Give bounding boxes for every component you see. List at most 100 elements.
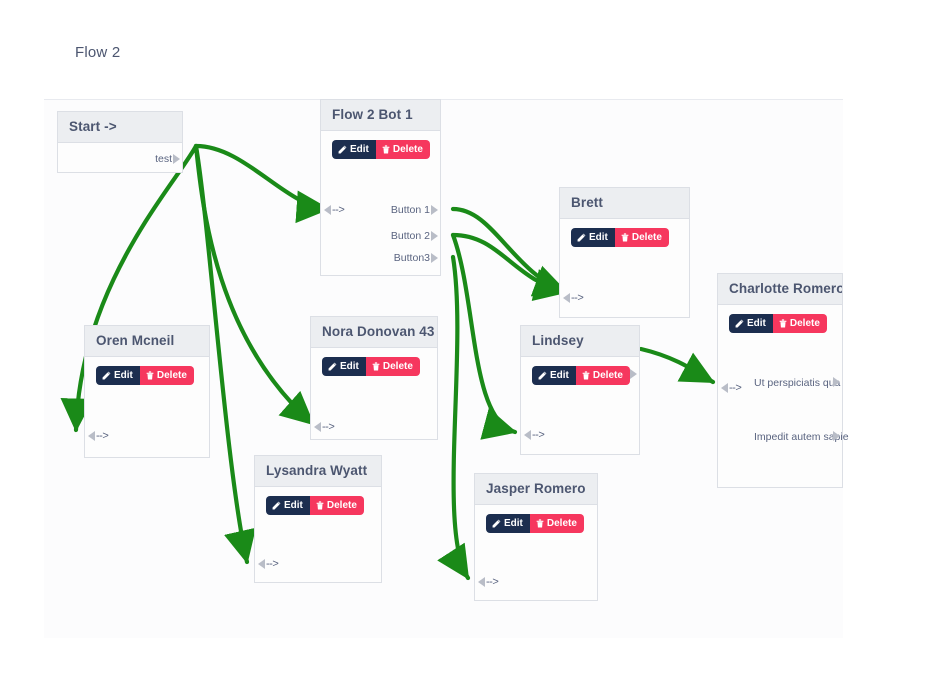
- node-flow2bot1-body: Edit Delete --> Button 1 Button 2: [321, 131, 440, 275]
- delete-button[interactable]: Delete: [309, 496, 364, 515]
- edit-button-label: Edit: [550, 370, 569, 381]
- flow-header-panel: Flow 2: [44, 20, 843, 98]
- node-actions: Edit Delete: [96, 366, 194, 385]
- port-out-start-test[interactable]: test: [155, 153, 180, 165]
- node-charlotte-romero[interactable]: Charlotte Romero Edit Delete -->: [717, 273, 849, 488]
- trash-icon: [316, 501, 324, 510]
- port-in-jasper-romero[interactable]: -->: [478, 576, 499, 588]
- port-out-button-3[interactable]: Button3: [394, 252, 438, 264]
- node-charlotte-romero-title: Charlotte Romero: [718, 274, 842, 305]
- edit-button[interactable]: Edit: [532, 366, 576, 385]
- trash-icon: [621, 233, 629, 242]
- delete-button[interactable]: Delete: [365, 357, 420, 376]
- edit-icon: [328, 362, 337, 371]
- node-lysandra-wyatt-title: Lysandra Wyatt: [255, 456, 381, 487]
- edit-button[interactable]: Edit: [96, 366, 140, 385]
- trash-icon: [582, 371, 590, 380]
- node-lindsey-body: Edit Delete -->: [521, 357, 639, 454]
- edit-button[interactable]: Edit: [571, 228, 615, 247]
- delete-button-label: Delete: [392, 144, 423, 155]
- node-oren-mcneil-title: Oren Mcneil: [85, 326, 209, 357]
- trash-icon: [146, 371, 154, 380]
- port-in-flow2bot1[interactable]: -->: [324, 204, 345, 216]
- port-nub-icon: [630, 369, 637, 379]
- port-out-button-2[interactable]: Button 2: [391, 230, 438, 242]
- port-in-lindsey[interactable]: -->: [524, 429, 545, 441]
- port-nub-icon: [173, 154, 180, 164]
- node-actions: Edit Delete: [332, 140, 430, 159]
- node-lindsey[interactable]: Lindsey Edit Delete -->: [520, 325, 640, 455]
- node-oren-mcneil-body: Edit Delete -->: [85, 357, 209, 457]
- node-charlotte-romero-body: Edit Delete --> Ut perspiciatis qua Impe…: [718, 305, 849, 487]
- port-nub-icon: [431, 253, 438, 263]
- trash-icon: [779, 319, 787, 328]
- delete-button[interactable]: Delete: [772, 314, 827, 333]
- node-actions: Edit Delete: [266, 496, 364, 515]
- port-nub-icon: [524, 430, 531, 440]
- delete-button[interactable]: Delete: [614, 228, 669, 247]
- node-brett-title: Brett: [560, 188, 689, 219]
- delete-button-label: Delete: [326, 500, 357, 511]
- delete-button[interactable]: Delete: [375, 140, 430, 159]
- port-in-charlotte-romero[interactable]: -->: [721, 382, 742, 394]
- port-out-charlotte-1[interactable]: Ut perspiciatis qua: [754, 377, 841, 389]
- node-brett[interactable]: Brett Edit Delete -->: [559, 187, 690, 318]
- edit-button-label: Edit: [350, 144, 369, 155]
- port-nub-icon: [563, 293, 570, 303]
- port-nub-icon: [324, 205, 331, 215]
- delete-button-label: Delete: [156, 370, 187, 381]
- port-in-brett[interactable]: -->: [563, 292, 584, 304]
- edit-button[interactable]: Edit: [729, 314, 773, 333]
- port-nub-icon: [431, 205, 438, 215]
- node-actions: Edit Delete: [571, 228, 669, 247]
- edit-button[interactable]: Edit: [322, 357, 366, 376]
- delete-button-label: Delete: [382, 361, 413, 372]
- node-actions: Edit Delete: [729, 314, 827, 333]
- node-start-body: test: [58, 143, 182, 172]
- node-nora-donovan[interactable]: Nora Donovan 43 Edit Delete -->: [310, 316, 438, 440]
- edit-button[interactable]: Edit: [486, 514, 530, 533]
- edit-icon: [102, 371, 111, 380]
- node-nora-donovan-body: Edit Delete -->: [311, 348, 437, 439]
- port-in-nora-donovan[interactable]: -->: [314, 421, 335, 433]
- node-lysandra-wyatt[interactable]: Lysandra Wyatt Edit Delete -->: [254, 455, 382, 583]
- node-flow2bot1-title: Flow 2 Bot 1: [321, 100, 440, 131]
- trash-icon: [382, 145, 390, 154]
- delete-button[interactable]: Delete: [575, 366, 630, 385]
- node-nora-donovan-title: Nora Donovan 43: [311, 317, 437, 348]
- edit-icon: [577, 233, 586, 242]
- delete-button-label: Delete: [546, 518, 577, 529]
- edit-icon: [338, 145, 347, 154]
- edit-button[interactable]: Edit: [266, 496, 310, 515]
- port-out-button-1[interactable]: Button 1: [391, 204, 438, 216]
- port-nub-icon: [721, 383, 728, 393]
- node-brett-body: Edit Delete -->: [560, 219, 689, 317]
- trash-icon: [372, 362, 380, 371]
- port-nub-icon: [478, 577, 485, 587]
- node-oren-mcneil[interactable]: Oren Mcneil Edit Delete -->: [84, 325, 210, 458]
- edit-icon: [538, 371, 547, 380]
- port-nub-icon: [88, 431, 95, 441]
- node-actions: Edit Delete: [532, 366, 630, 385]
- port-in-lysandra-wyatt[interactable]: -->: [258, 558, 279, 570]
- edit-button-label: Edit: [504, 518, 523, 529]
- port-nub-icon: [314, 422, 321, 432]
- edit-button-label: Edit: [747, 318, 766, 329]
- delete-button-label: Delete: [631, 232, 662, 243]
- port-in-oren-mcneil[interactable]: -->: [88, 430, 109, 442]
- edit-button-label: Edit: [589, 232, 608, 243]
- delete-button[interactable]: Delete: [529, 514, 584, 533]
- delete-button-label: Delete: [592, 370, 623, 381]
- delete-button-label: Delete: [789, 318, 820, 329]
- edit-button[interactable]: Edit: [332, 140, 376, 159]
- node-start-title: Start ->: [58, 112, 182, 143]
- edit-button-label: Edit: [114, 370, 133, 381]
- node-flow2bot1[interactable]: Flow 2 Bot 1 Edit Delete -->: [320, 99, 441, 276]
- node-jasper-romero[interactable]: Jasper Romero Edit Delete -->: [474, 473, 598, 601]
- delete-button[interactable]: Delete: [139, 366, 194, 385]
- port-nub-icon: [431, 231, 438, 241]
- port-out-charlotte-2[interactable]: Impedit autem sapie: [754, 431, 849, 443]
- node-lindsey-title: Lindsey: [521, 326, 639, 357]
- edit-icon: [492, 519, 501, 528]
- node-start[interactable]: Start -> test: [57, 111, 183, 173]
